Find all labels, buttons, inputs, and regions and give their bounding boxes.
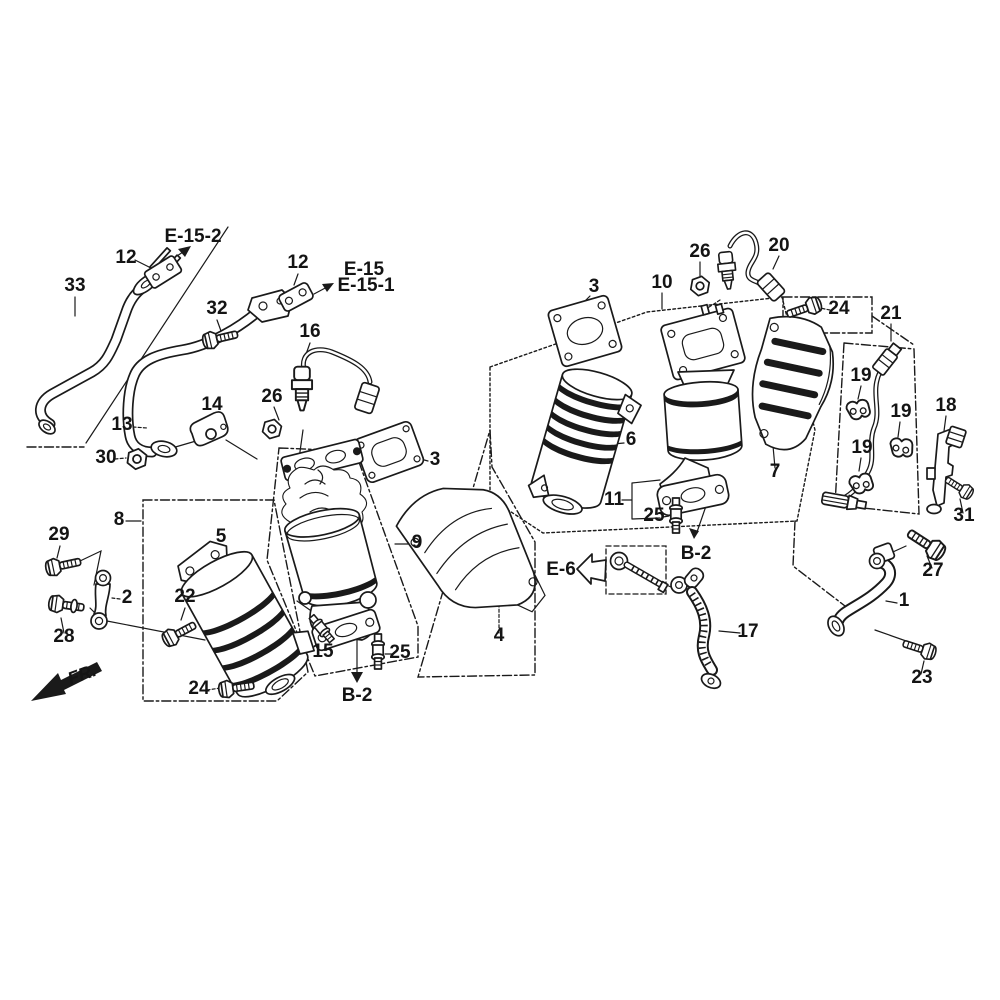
oxygen-sensor-20 — [715, 230, 786, 302]
parts-layer — [35, 230, 977, 700]
callout-31: 31 — [953, 505, 975, 526]
callout-22: 22 — [174, 586, 195, 607]
callout-27: 27 — [922, 560, 943, 581]
callout-b2b: B-2 — [681, 543, 712, 564]
callout-24a: 24 — [188, 678, 210, 699]
callout-19c: 19 — [851, 437, 872, 458]
callout-15: 15 — [312, 641, 334, 662]
converter-manifold-10 — [656, 303, 746, 517]
bolt-28 — [46, 593, 86, 617]
ref-arrow-b2-right — [689, 528, 699, 539]
flange-12-right — [278, 282, 314, 312]
callout-3b: 3 — [589, 276, 600, 297]
pipe-33 — [35, 272, 160, 435]
callout-29: 29 — [48, 524, 69, 545]
callout-23: 23 — [911, 667, 932, 688]
callout-32: 32 — [206, 298, 227, 319]
callout-25b: 25 — [643, 505, 665, 526]
callout-10: 10 — [651, 272, 672, 293]
callout-17: 17 — [737, 621, 758, 642]
separator-line — [85, 226, 229, 444]
flexible-bolt-e6 — [609, 551, 669, 594]
ref-arrow-e15 — [322, 283, 334, 292]
callout-13: 13 — [111, 414, 132, 435]
callout-9: 9 — [412, 532, 423, 553]
heat-shield-4 — [395, 487, 546, 613]
group-box-24 — [782, 296, 873, 334]
callout-b2a: B-2 — [342, 685, 373, 706]
ref-arrow-b2-left — [351, 672, 363, 683]
callout-21: 21 — [880, 303, 902, 324]
callout-4: 4 — [494, 625, 505, 646]
sensor-stay-18 — [926, 425, 967, 515]
oxygen-sensor-16 — [290, 347, 380, 415]
converter-5 — [177, 540, 315, 698]
callout-26a: 26 — [261, 386, 282, 407]
bracket-2 — [90, 569, 112, 630]
callout-33: 33 — [64, 275, 85, 296]
callout-e6: E-6 — [546, 559, 576, 580]
callout-19b: 19 — [890, 401, 911, 422]
callout-2: 2 — [122, 587, 133, 608]
callout-30: 30 — [95, 447, 116, 468]
callout-26b: 26 — [689, 241, 710, 262]
flange-12-left — [143, 247, 183, 289]
callout-16: 16 — [299, 321, 320, 342]
callout-11: 11 — [604, 489, 625, 510]
callout-6: 6 — [626, 429, 637, 450]
fr-direction-arrow — [31, 662, 102, 701]
stay-bracket-1 — [827, 542, 897, 637]
callout-e15_1: E-15-1 — [337, 275, 394, 296]
gasket-3-right — [547, 294, 623, 368]
callout-e15: E-15 — [344, 259, 385, 280]
callout-e15_2: E-15-2 — [164, 226, 221, 247]
harness-clamp-19b — [888, 436, 915, 460]
callout-8: 8 — [114, 509, 125, 530]
callout-12b: 12 — [287, 252, 308, 273]
flange-14 — [189, 411, 229, 447]
ref-arrow-e6 — [576, 553, 607, 585]
converter-6 — [527, 368, 642, 515]
callout-19a: 19 — [850, 365, 871, 386]
heat-shield-7 — [751, 315, 835, 451]
group-box-8 — [142, 499, 309, 702]
callout-14: 14 — [201, 394, 223, 415]
callout-20: 20 — [768, 235, 789, 256]
ref-arrow-e15-2 — [178, 246, 191, 257]
callout-5: 5 — [216, 526, 227, 547]
callout-12a: 12 — [115, 247, 136, 268]
pipe-stay-17 — [670, 567, 722, 690]
callout-24b: 24 — [828, 298, 850, 319]
callout-7: 7 — [770, 461, 781, 482]
callout-3a: 3 — [430, 449, 441, 470]
arrows-layer — [31, 246, 699, 701]
callout-25a: 25 — [389, 642, 411, 663]
callout-28: 28 — [53, 626, 74, 647]
callout-18: 18 — [935, 395, 956, 416]
callout-1: 1 — [899, 590, 910, 611]
